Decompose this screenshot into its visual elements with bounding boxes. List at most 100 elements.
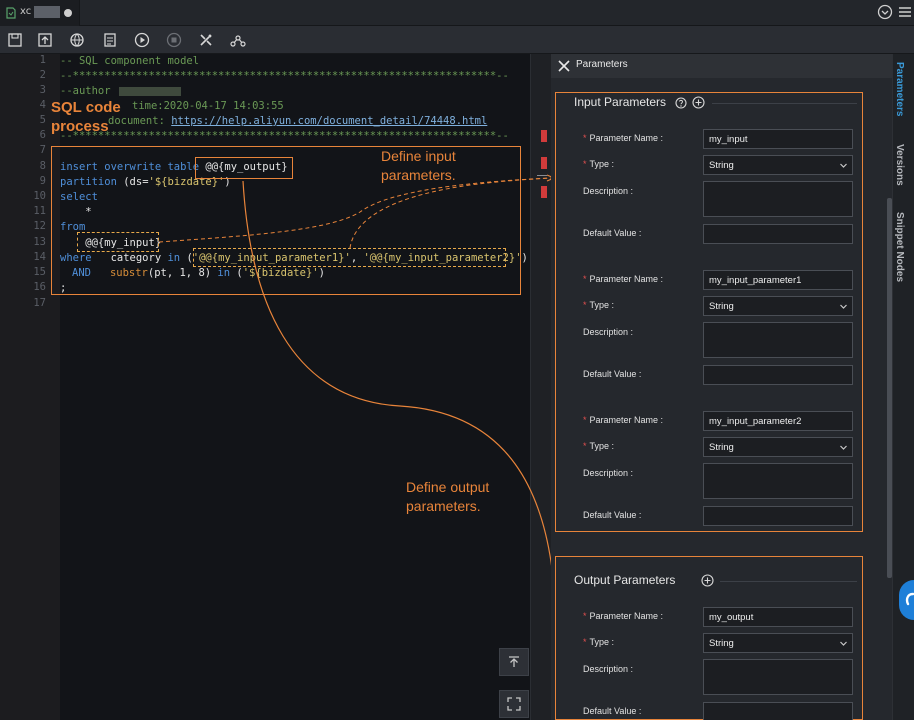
line-number: 9 xyxy=(39,175,46,187)
default-value-label: Default Value : xyxy=(583,706,641,716)
description-label: Description : xyxy=(583,468,633,478)
description-textarea[interactable] xyxy=(703,463,853,499)
close-icon[interactable] xyxy=(557,59,571,73)
file-tab[interactable]: xc xyxy=(0,0,80,26)
code-line-11: * xyxy=(60,206,92,218)
add-input-parameter-icon[interactable] xyxy=(692,96,705,109)
type-select[interactable]: String xyxy=(703,296,853,316)
var-my-output: @@{my_output} xyxy=(205,161,288,173)
fullscreen-button[interactable] xyxy=(499,690,529,718)
line-number: 4 xyxy=(39,99,46,111)
help-icon[interactable] xyxy=(675,97,687,109)
code-line-12: from xyxy=(60,221,86,233)
error-marker xyxy=(541,130,547,142)
code-line-13: @@{my_input} xyxy=(60,237,162,249)
unsaved-dot-icon xyxy=(64,9,72,17)
author-label: --author xyxy=(60,85,111,97)
input-params-highlight xyxy=(193,248,506,267)
file-tab-label: xc xyxy=(20,6,32,17)
default-value-label-text: Default Value : xyxy=(583,510,642,520)
code-line-3: --author xyxy=(60,84,181,99)
editor-scrollbar[interactable] xyxy=(530,54,551,720)
description-label: Description : xyxy=(583,664,633,674)
create-time: time:2020-04-17 14:03:55 xyxy=(132,100,284,112)
code-line-8: insert overwrite table @@{my_output} xyxy=(60,160,288,175)
parameter-name-label: *Parameter Name : xyxy=(583,133,663,143)
submit-icon[interactable] xyxy=(37,32,53,48)
sql-code-process-label: SQL code process xyxy=(51,99,121,135)
parameter-name-label: *Parameter Name : xyxy=(583,415,663,425)
scroll-to-top-button[interactable] xyxy=(499,648,529,676)
tools-icon[interactable] xyxy=(198,32,214,48)
save-icon[interactable] xyxy=(7,32,23,48)
default-value-input[interactable] xyxy=(703,365,853,385)
line-number: 10 xyxy=(33,190,46,202)
parameter-name-label: *Parameter Name : xyxy=(583,274,663,284)
line-number: 3 xyxy=(39,84,46,96)
define-input-label: Define input parameters. xyxy=(381,148,456,183)
partition-open: (ds= xyxy=(123,176,149,188)
description-textarea[interactable] xyxy=(703,659,853,695)
lineage-icon[interactable] xyxy=(230,32,246,48)
assistant-icon xyxy=(905,592,914,606)
author-redacted xyxy=(118,86,181,96)
description-label: Description : xyxy=(583,186,633,196)
parameter-name-input[interactable]: my_output xyxy=(703,607,853,627)
run-icon[interactable] xyxy=(134,32,150,48)
type-label: *Type : xyxy=(583,637,614,647)
default-value-input[interactable] xyxy=(703,224,853,244)
default-value-label: Default Value : xyxy=(583,228,641,238)
side-rail xyxy=(892,54,914,720)
default-value-input[interactable] xyxy=(703,506,853,526)
code-line-4: time:2020-04-17 14:03:55 xyxy=(60,99,284,114)
menu-icon[interactable] xyxy=(898,4,912,20)
kw-where: where xyxy=(60,252,92,264)
line-number: 14 xyxy=(33,251,46,263)
default-value-label-text: Default Value : xyxy=(583,706,642,716)
parameter-name-input[interactable]: my_input_parameter2 xyxy=(703,411,853,431)
description-textarea[interactable] xyxy=(703,322,853,358)
output-var-highlight xyxy=(195,157,293,179)
description-label-text: Description : xyxy=(583,327,634,337)
type-label: *Type : xyxy=(583,300,614,310)
type-label: *Type : xyxy=(583,159,614,169)
description-textarea[interactable] xyxy=(703,181,853,217)
section-divider xyxy=(720,581,857,582)
tab-bar: xc xyxy=(0,0,914,26)
rail-tab-snippet-nodes[interactable]: Snippet Nodes xyxy=(894,212,905,283)
type-select[interactable]: String xyxy=(703,155,853,175)
type-label-text: Type : xyxy=(589,441,615,451)
parameter-name-input[interactable]: my_input xyxy=(703,129,853,149)
parameter-name-label-text: Parameter Name : xyxy=(589,133,664,143)
panel-header: Parameters xyxy=(551,54,892,78)
description-label-text: Description : xyxy=(583,186,634,196)
parameter-name-input[interactable]: my_input_parameter1 xyxy=(703,270,853,290)
stop-icon[interactable] xyxy=(166,32,182,48)
type-select[interactable]: String xyxy=(703,437,853,457)
type-select[interactable]: String xyxy=(703,633,853,653)
chevron-down-circle-icon[interactable] xyxy=(877,4,893,20)
help-assistant-button[interactable] xyxy=(899,580,914,620)
kw-insert: insert overwrite table xyxy=(60,161,200,173)
rail-tab-versions[interactable]: Versions xyxy=(894,144,905,186)
line-number: 7 xyxy=(39,144,46,156)
kw-in: in xyxy=(167,252,181,264)
line-number: 1 xyxy=(39,54,46,66)
kw-in-2: in xyxy=(217,267,231,279)
rail-tab-parameters[interactable]: Parameters xyxy=(894,62,905,117)
format-icon[interactable] xyxy=(102,32,118,48)
panel-scrollbar[interactable] xyxy=(887,198,892,578)
default-value-label: Default Value : xyxy=(583,510,641,520)
substr-args: (pt, 1, 8) xyxy=(147,267,218,279)
parameter-name-label: *Parameter Name : xyxy=(583,611,663,621)
line-number: 13 xyxy=(33,236,46,248)
document-link[interactable]: https://help.aliyun.com/document_detail/… xyxy=(171,115,488,127)
type-label-text: Type : xyxy=(589,637,615,647)
add-output-parameter-icon[interactable] xyxy=(701,574,714,587)
default-value-label: Default Value : xyxy=(583,369,641,379)
code-line-16: ; xyxy=(60,282,67,294)
description-label-text: Description : xyxy=(583,468,634,478)
default-value-label-text: Default Value : xyxy=(583,228,642,238)
default-value-input[interactable] xyxy=(703,702,853,720)
globe-icon[interactable] xyxy=(69,32,85,48)
